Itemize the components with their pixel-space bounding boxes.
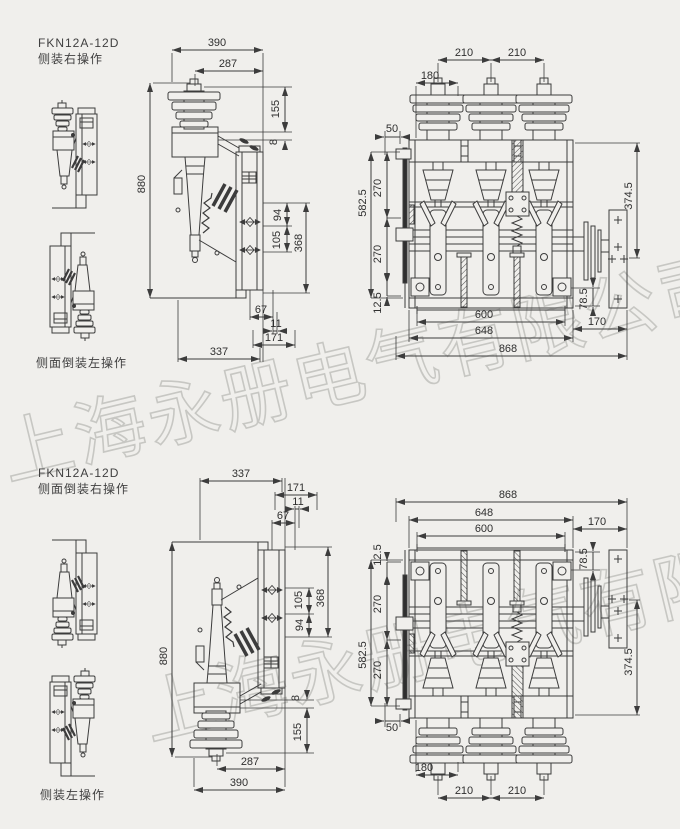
dim-582: 582.5 <box>357 189 369 217</box>
dim-78: 78.5 <box>578 548 590 569</box>
dim-368: 368 <box>315 589 327 607</box>
operation-label-top: 侧装右操作 <box>38 51 103 66</box>
bottom-front-view: 868 648 600 170 78.5 12.5 270 270 582.5 … <box>357 489 640 798</box>
dim-67: 67 <box>277 510 289 522</box>
dim-170: 170 <box>588 516 606 528</box>
dim-8: 8 <box>290 695 302 701</box>
dim-868: 868 <box>499 489 517 501</box>
dim-390: 390 <box>230 777 248 789</box>
dim-11: 11 <box>270 318 281 330</box>
dim-170: 170 <box>588 316 606 328</box>
dim-880: 880 <box>136 175 148 193</box>
dim-94: 94 <box>272 209 284 221</box>
bottom-side-view: 390 287 155 8 880 94 105 368 67 11 171 3… <box>158 468 332 790</box>
dim-368: 368 <box>293 234 305 252</box>
dim-648: 648 <box>475 325 493 337</box>
top-front-view: 210 210 180 50 582.5 270 270 12.5 374.5 … <box>357 47 640 360</box>
dim-270-b: 270 <box>372 245 384 263</box>
dim-582: 582.5 <box>357 641 369 669</box>
dim-105: 105 <box>293 591 305 609</box>
dim-210-b: 210 <box>508 47 526 59</box>
dim-155: 155 <box>270 100 282 118</box>
dim-210-a: 210 <box>455 785 473 797</box>
dim-648: 648 <box>475 507 493 519</box>
dim-600: 600 <box>475 309 493 321</box>
dim-11: 11 <box>292 496 303 508</box>
top-side-view: 390 287 155 8 880 94 105 368 67 11 171 3… <box>136 37 310 362</box>
dim-374: 374.5 <box>623 648 635 676</box>
dim-270-a: 270 <box>372 179 384 197</box>
dim-94: 94 <box>294 619 306 631</box>
dim-210-a: 210 <box>455 47 473 59</box>
dim-287: 287 <box>241 756 259 768</box>
dim-180: 180 <box>421 70 439 82</box>
dim-180: 180 <box>415 762 433 774</box>
dim-171: 171 <box>265 332 283 344</box>
dim-50: 50 <box>386 123 398 135</box>
dim-171: 171 <box>287 482 305 494</box>
dim-287: 287 <box>219 58 237 70</box>
dim-270-a: 270 <box>372 595 384 613</box>
mini-caption-top: 侧面倒装左操作 <box>36 355 127 370</box>
model-label-bottom: FKN12A-12D <box>38 466 119 480</box>
dim-337: 337 <box>232 468 250 480</box>
dim-210-b: 210 <box>508 785 526 797</box>
dim-868: 868 <box>499 343 517 355</box>
model-label-top: FKN12A-12D <box>38 36 119 50</box>
dim-390: 390 <box>208 37 226 49</box>
mini-caption-bottom: 侧装左操作 <box>40 787 105 802</box>
dim-50: 50 <box>386 722 398 734</box>
dim-8: 8 <box>268 139 280 145</box>
dim-155: 155 <box>292 723 304 741</box>
dim-600: 600 <box>475 523 493 535</box>
dim-78: 78.5 <box>578 288 590 309</box>
dim-12: 12.5 <box>372 292 384 313</box>
dim-67: 67 <box>255 304 267 316</box>
operation-label-bottom: 侧面倒装右操作 <box>38 481 129 496</box>
dim-270-b: 270 <box>372 661 384 679</box>
dim-337: 337 <box>210 346 228 358</box>
dim-105: 105 <box>271 231 283 249</box>
dim-12: 12.5 <box>372 544 384 565</box>
dim-374: 374.5 <box>623 182 635 210</box>
dim-880: 880 <box>158 647 170 665</box>
